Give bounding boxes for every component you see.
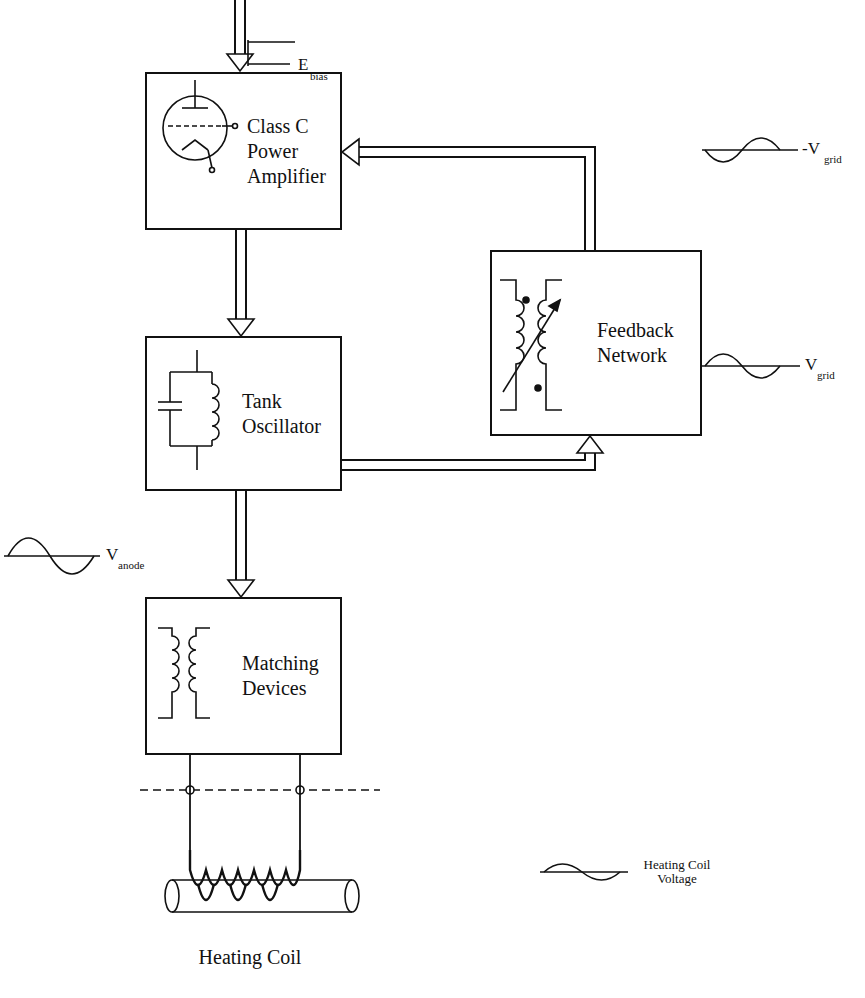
power-arrow [342,139,590,250]
text-group: Tank Oscillator [242,338,336,489]
vacuum-tube-symbol [163,80,238,173]
signal-subscript: bias [310,70,328,82]
box-title: Feedback Network [597,318,696,368]
variable-transformer-symbol [500,280,562,410]
wire [299,755,301,850]
waveform-label: Heating Coil Voltage [636,858,718,887]
arrow-outline [359,152,590,250]
wire [189,755,191,850]
bias-symbol [248,40,295,66]
tank-box: Tank Oscillator [145,336,342,491]
arrow-outline [235,491,247,580]
arrow-hollow [237,491,245,580]
arrow-outline [235,230,247,319]
arrow-hollow [237,230,245,319]
arrow-head [228,580,254,597]
feedback-box: Feedback Network [490,250,702,436]
arrow-head [577,436,603,453]
arrow-hollow [359,152,590,250]
box-title: Class C Power Amplifier [247,114,336,189]
supply-arrow [227,0,253,71]
arrow-hollow [342,453,590,465]
box-title: Heating Coil [150,945,350,970]
heating-coil: Heating Coil [150,850,350,972]
arrow-outline [342,453,590,465]
waveform [4,138,800,880]
signal-name: V [805,356,817,375]
text-group: Heating Coil [150,945,350,970]
text-group: Feedback Network [597,252,696,434]
wire [190,755,300,850]
box-title: Matching Devices [242,651,336,701]
signal-subscript: grid [824,153,842,165]
matching-box: Matching Devices [145,597,342,755]
box-title: Tank Oscillator [242,389,336,439]
text-group: Matching Devices [242,599,336,753]
power-arrow [342,436,603,465]
transformer-symbol [158,628,210,718]
signal-name: E [298,56,308,75]
power-arrow [228,230,254,336]
signal-name: V [106,546,118,565]
signal-subscript: anode [118,559,144,571]
signal-subscript: grid [817,369,835,381]
arrow-head [228,319,254,336]
terminal-block [140,786,380,794]
amplifier-box: Class C Power Amplifier [145,72,342,230]
arrow-head [342,139,359,165]
signal-name: -V [802,140,820,159]
power-arrow [228,491,254,597]
heating-coil-drawing [165,850,359,912]
text-group: Class C Power Amplifier [247,74,336,228]
lc-tank-symbol [158,350,219,470]
